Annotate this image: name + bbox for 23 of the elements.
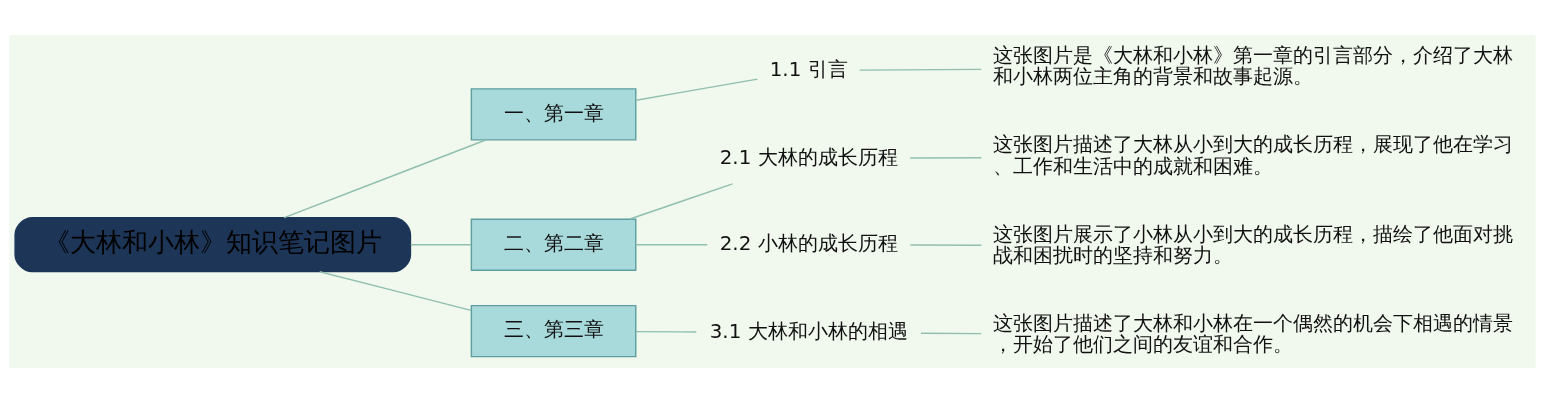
connector — [319, 270, 472, 311]
node-box: 一、第一章 — [470, 87, 637, 141]
node-text: 2.2 小林的成长历程 — [719, 231, 898, 255]
node-box: 三、第三章 — [470, 304, 637, 357]
node-text: 3.1 大林和小林的相遇 — [709, 319, 908, 343]
connector — [909, 243, 983, 246]
connector — [635, 243, 708, 245]
node-box: 二、第二章 — [470, 218, 637, 271]
connector — [920, 332, 982, 334]
node-text: 这张图片展示了小林从小到大的成长历程，描绘了他面对挑战和困扰时的坚持和努力。 — [992, 222, 1513, 267]
node-text: 1.1 引言 — [769, 57, 848, 81]
node-text: 2.1 大林的成长历程 — [719, 145, 898, 169]
node-text: 这张图片描述了大林从小到大的成长历程，展现了他在学习、工作和生活中的成就和困难。 — [992, 132, 1513, 178]
node-box: 《大林和小林》知识笔记图片 — [14, 216, 412, 272]
connector — [629, 182, 734, 220]
connector — [859, 68, 982, 71]
connector — [635, 330, 697, 333]
connector — [635, 77, 759, 101]
node-text: 这张图片描述了大林和小林在一个偶然的机会下相遇的情景，开始了他们之间的友谊和合作。 — [992, 311, 1513, 356]
node-text: 这张图片是《大林和小林》第一章的引言部分，介绍了大林和小林两位主角的背景和故事起源。 — [992, 43, 1513, 88]
connector — [909, 156, 983, 159]
connector — [283, 138, 487, 218]
connector — [410, 243, 472, 245]
